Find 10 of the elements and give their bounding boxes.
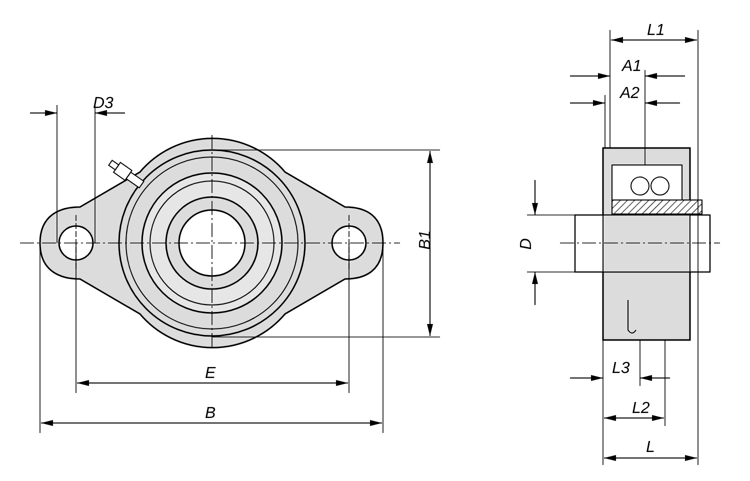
- dimension-label: A1: [622, 59, 642, 75]
- dimension-label: L2: [632, 401, 650, 417]
- dimension-label: L3: [612, 361, 630, 377]
- dimension-label: D: [518, 238, 535, 250]
- dimension-label: L1: [647, 23, 665, 39]
- dimension-label: A2: [620, 86, 640, 102]
- dimension-label: D3: [93, 96, 114, 112]
- dimension-label: L: [646, 440, 655, 456]
- dimension-label: E: [205, 366, 216, 382]
- dimension-label: B: [205, 406, 216, 422]
